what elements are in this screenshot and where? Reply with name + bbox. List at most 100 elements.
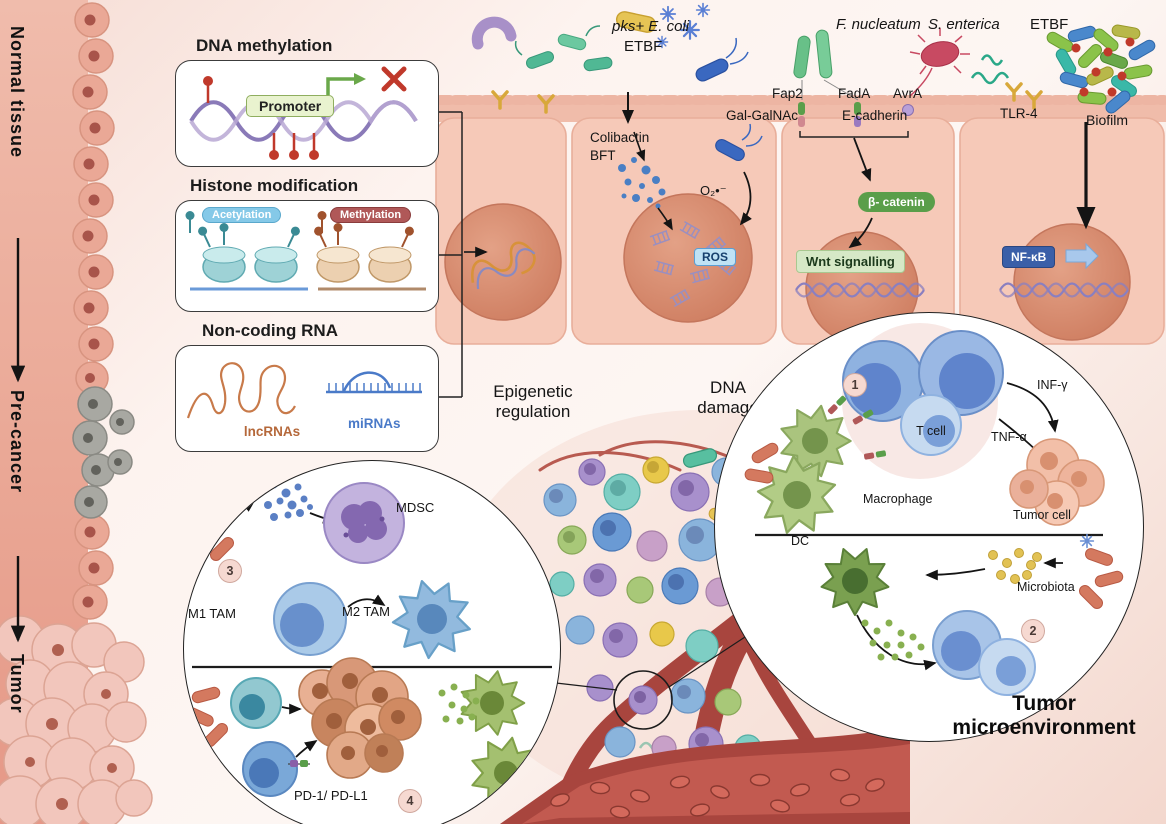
lncrna-glyph	[186, 362, 296, 419]
purple-crescent-bacterium	[471, 16, 517, 50]
tumor-tissue	[0, 615, 153, 824]
methylation-label: Methylation	[330, 207, 412, 223]
immune-arrows-bottom	[281, 703, 318, 758]
promoter-label: Promoter	[246, 95, 335, 117]
lymphocytes	[932, 610, 1036, 696]
fada-label: FadA	[838, 86, 871, 101]
intracellular-bacterium	[713, 123, 763, 164]
methyl-marks	[203, 76, 319, 160]
m1-tam-cell	[273, 582, 347, 656]
pks-ecoli-label: pks+ E. coli	[612, 18, 690, 35]
pd1-t-cell	[242, 741, 310, 797]
step-4-badge: 4	[398, 789, 422, 813]
microbiota-label: Microbiota	[1017, 580, 1075, 594]
f-nucleatum-label: F. nucleatum	[836, 16, 921, 33]
fap2-label: Fap2	[772, 86, 803, 101]
metabolite-dots	[988, 548, 1042, 584]
m2-tam-label: M2 TAM	[342, 604, 390, 619]
ncrna-art	[186, 362, 422, 419]
adhesion-receptors	[798, 102, 914, 127]
f-nucleatum-bacteria	[793, 29, 859, 101]
step-2-badge: 2	[1021, 619, 1045, 643]
histone-art	[184, 210, 426, 291]
epithelium	[434, 95, 1166, 345]
magnifier	[555, 636, 746, 730]
nk-cell	[230, 677, 282, 729]
biofilm-label: Biofilm	[1086, 112, 1129, 128]
pd1-pdl1-label: PD-1/ PD-L1	[294, 788, 368, 803]
bft-label: BFT	[590, 148, 616, 163]
biofilm-cluster	[1044, 23, 1158, 116]
histone-box: Acetylation Methylation	[175, 200, 439, 312]
step-1-badge: 1	[843, 373, 867, 397]
beta-catenin-badge: β- catenin	[858, 192, 935, 212]
blocked-x-icon	[381, 66, 407, 92]
nfkb-arrow	[1065, 242, 1099, 270]
epigenetic-regulation-label: Epigenetic regulation	[493, 382, 573, 421]
immune-inset-circle: MDSC M1 TAM M2 TAM PD-1/ PD-L1 3 4	[183, 460, 561, 824]
histone-title: Histone modification	[190, 176, 359, 195]
t-cell-label: T cell	[916, 424, 946, 438]
cell-signalling	[618, 92, 1099, 270]
label-tumor: Tumor	[7, 654, 27, 714]
nucleus-epigenetic	[444, 203, 562, 321]
tme-arrows	[856, 557, 1063, 671]
mdsc-label: MDSC	[396, 500, 435, 515]
nucleus-nfkb	[1013, 223, 1131, 341]
s-enterica-bacterium	[909, 28, 970, 97]
ncrna-title: Non-coding RNA	[202, 321, 338, 340]
gal-galnac-label: Gal-GalNAc	[726, 108, 799, 123]
epigenetics-bracket	[437, 111, 488, 398]
colibactin-label: Colibactin	[590, 130, 650, 145]
rbc-vessel	[500, 726, 910, 824]
dna-methylation-box: Promoter	[175, 60, 439, 167]
antigen-receptor-pairs	[827, 395, 887, 460]
pks-ecoli-bacterium	[693, 37, 749, 84]
lncrna-label: lncRNAs	[243, 424, 301, 439]
tumor-cell-label: Tumor cell	[1013, 508, 1071, 522]
ncrna-box: lncRNAs miRNAs	[175, 345, 439, 452]
acetylated-nucleosomes	[184, 210, 308, 291]
colibactin-dots	[618, 157, 666, 209]
methylated-nucleosomes	[311, 210, 426, 291]
green-dots-immune	[438, 683, 480, 725]
green-signal-dots	[861, 619, 925, 661]
microbiota-bacteria	[1076, 546, 1125, 612]
label-precancer: Pre-cancer	[7, 390, 27, 494]
mirna-label: miRNAs	[348, 416, 401, 431]
s-enterica-label: S. enterica	[928, 16, 1000, 33]
nfkb-badge: NF-κB	[1002, 246, 1056, 268]
tnf-alpha-label: TNF-α	[991, 430, 1027, 444]
macrophages	[746, 404, 852, 548]
dna-damage-label: DNA damage	[697, 378, 759, 417]
dna-methylation-art	[189, 66, 418, 160]
m1-tam-label: M1 TAM	[188, 606, 236, 621]
tme-title: Tumor microenvironment	[952, 692, 1136, 740]
colon-wall-strip	[0, 0, 153, 824]
precancer-cells	[72, 386, 135, 519]
step-3-badge: 3	[218, 559, 242, 583]
e-cadherin-label: E-cadherin	[842, 108, 908, 123]
inf-gamma-label: INF-γ	[1037, 378, 1068, 392]
acetylation-label: Acetylation	[202, 207, 282, 223]
wnt-badge: Wnt signalling	[796, 250, 905, 273]
chromatin-coil	[471, 241, 536, 290]
label-normal-tissue: Normal tissue	[7, 26, 27, 159]
mirna-glyph	[326, 371, 422, 394]
tlr4-label: TLR-4	[1000, 106, 1038, 121]
gut-bacteria	[471, 2, 1158, 755]
tme-inset-circle: T cell INF-γ TNF-α Macrophage Tumor cell…	[714, 312, 1144, 742]
immune-art	[184, 481, 558, 824]
mdsc-cell	[323, 482, 405, 564]
ros-badge: ROS	[694, 248, 737, 266]
dna-methylation-title: DNA methylation	[196, 36, 333, 55]
transcription-arrow	[326, 77, 354, 95]
t-cells	[842, 330, 1004, 456]
dc-label: DC	[791, 534, 810, 548]
superoxide-label: O₂•⁻	[700, 183, 727, 198]
etbf-right-label: ETBF	[1030, 16, 1069, 33]
etbf-left-label: ETBF	[624, 38, 663, 55]
nucleus-dna-damage	[623, 193, 753, 323]
avra-label: AvrA	[893, 86, 923, 101]
